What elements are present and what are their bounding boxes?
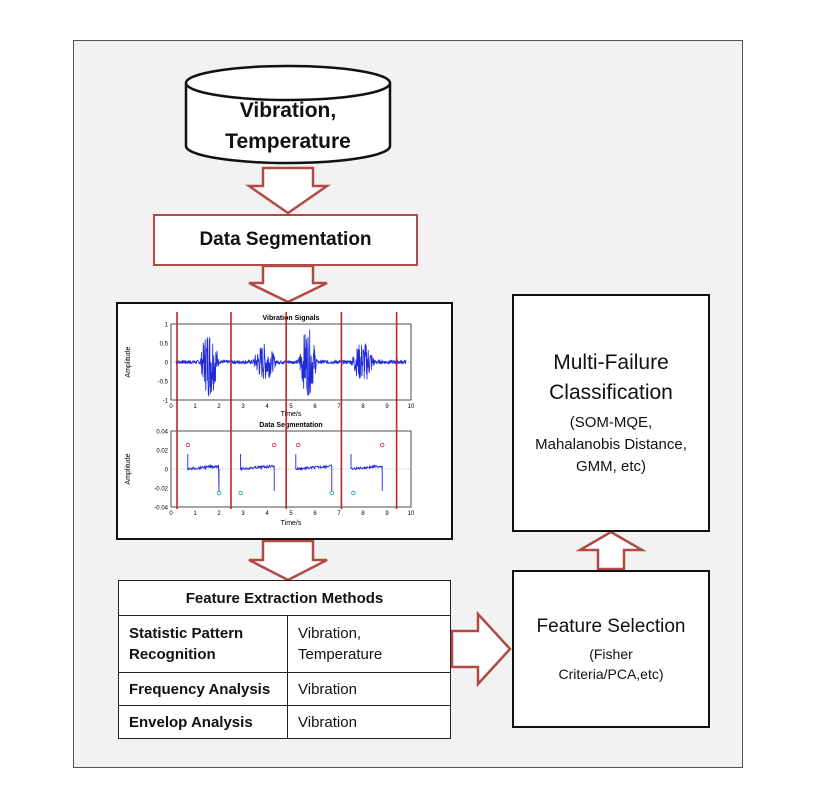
method-cell: Frequency Analysis [118, 672, 288, 706]
arrow-extraction-to-selection [450, 610, 512, 688]
peak-marker [295, 442, 301, 448]
peak-marker [271, 442, 277, 448]
data-segmentation-box: Data Segmentation [153, 214, 418, 266]
feature-selection-sub-line: Criteria/PCA,etc) [558, 666, 664, 682]
classification-sub-line: (SOM-MQE, [569, 414, 653, 431]
peak-marker [185, 442, 190, 448]
bottom-xtick-label: 9 [385, 511, 389, 517]
bottom-ytick-label: 0.02 [156, 449, 168, 455]
signal-cell: Vibration [287, 672, 451, 706]
classification-title-line: Multi-Failure [553, 351, 669, 374]
feature-selection-title: Feature Selection [536, 616, 686, 637]
feature-selection-sub-line: (Fisher [589, 646, 633, 662]
signal-cell: Vibration, Temperature [287, 615, 451, 673]
bottom-xtick-label: 2 [217, 511, 221, 517]
segmentation-plots: Vibration Signals Amplitude Time/s 1 0.5 0… [125, 312, 415, 527]
classification-sub-line: Mahalanobis Distance, [535, 436, 687, 453]
bottom-ytick-label: -0.04 [154, 506, 168, 512]
segmented-signal-trace [187, 454, 383, 492]
bottom-xtick-label: 8 [361, 511, 365, 517]
top-xtick-label: 3 [241, 404, 245, 410]
bottom-ytick-label: 0.04 [156, 430, 168, 436]
feature-selection-box: Feature Selection (Fisher Criteria/PCA,e… [512, 570, 710, 728]
feature-extraction-header: Feature Extraction Methods [118, 580, 451, 616]
table-row: Frequency Analysis Vibration [118, 672, 451, 706]
top-xtick-label: 6 [313, 404, 317, 410]
signal-line: Vibration, [298, 625, 362, 642]
feature-extraction-table: Feature Extraction Methods Statistic Pat… [118, 580, 451, 739]
database-label-line2: Temperature [225, 130, 351, 153]
top-xtick-label: 8 [361, 404, 365, 410]
bottom-xtick-label: 3 [241, 511, 245, 517]
method-cell: Statistic Pattern Recognition [118, 615, 288, 673]
segment-boundaries [176, 312, 398, 509]
top-xtick-label: 2 [217, 404, 221, 410]
classification-sub-line: GMM, etc) [575, 458, 646, 475]
bottom-ytick-label: 0 [165, 468, 169, 474]
method-cell: Envelop Analysis [118, 705, 288, 739]
bottom-xtick-label: 10 [408, 511, 415, 517]
bottom-xtick-label: 7 [337, 511, 341, 517]
bottom-xtick-label: 4 [265, 511, 269, 517]
top-xtick-label: 4 [265, 404, 269, 410]
database-label: Vibration, Temperature [186, 95, 390, 157]
classification-subtitle: (SOM-MQE, Mahalanobis Distance, GMM, etc… [535, 412, 687, 478]
signal-line: Temperature [298, 646, 383, 663]
top-plot-title: Vibration Signals [262, 315, 319, 322]
bottom-ytick-label: -0.02 [154, 487, 168, 493]
table-row: Statistic Pattern Recognition Vibration,… [118, 615, 451, 673]
top-ytick-label: -1 [163, 399, 169, 405]
trough-marker [216, 490, 222, 496]
bottom-plot-ylabel: Amplitude [125, 453, 132, 484]
top-xtick-label: 10 [408, 404, 415, 410]
data-segmentation-plot: Data Segmentation Amplitude Time/s 0.04 0… [125, 422, 415, 527]
data-segmentation-label: Data Segmentation [199, 229, 372, 250]
bottom-xtick-label: 0 [169, 511, 173, 517]
trough-marker [329, 490, 334, 496]
top-ytick-label: 1 [165, 323, 169, 329]
classification-title: Multi-Failure Classification [549, 348, 673, 408]
database-cylinder [184, 64, 392, 165]
arrow-plot-to-extraction [248, 539, 328, 582]
trough-marker [351, 490, 356, 496]
bottom-plot-title: Data Segmentation [259, 422, 322, 429]
feature-selection-subtitle: (Fisher Criteria/PCA,etc) [558, 644, 663, 684]
table-row: Envelop Analysis Vibration [118, 705, 451, 739]
top-plot-ylabel: Amplitude [125, 346, 132, 377]
vibration-signal-trace [175, 329, 407, 397]
top-plot-xlabel: Time/s [281, 411, 302, 418]
vibration-signal-plot: Vibration Signals Amplitude Time/s 1 0.5 0… [125, 315, 415, 418]
segmentation-plot-panel: Vibration Signals Amplitude Time/s 1 0.5 0… [116, 302, 453, 540]
arrow-selection-to-classification [575, 530, 647, 571]
signal-cell: Vibration [287, 705, 451, 739]
bottom-xtick-label: 6 [313, 511, 317, 517]
bottom-xtick-label: 1 [193, 511, 197, 517]
trough-marker [238, 490, 243, 496]
top-xtick-label: 1 [193, 404, 197, 410]
database-label-line1: Vibration, [239, 99, 337, 122]
arrow-segmentation-to-plot [248, 264, 328, 304]
top-ytick-label: 0.5 [160, 342, 169, 348]
top-xtick-label: 5 [289, 404, 293, 410]
top-xtick-label: 9 [385, 404, 389, 410]
top-ytick-label: -0.5 [158, 380, 169, 386]
top-xtick-label: 0 [169, 404, 173, 410]
classification-title-line: Classification [549, 381, 673, 404]
bottom-xtick-label: 5 [289, 511, 293, 517]
bottom-plot-xlabel: Time/s [281, 520, 302, 527]
multi-failure-classification-box: Multi-Failure Classification (SOM-MQE, M… [512, 294, 710, 532]
top-ytick-label: 0 [165, 361, 169, 367]
peak-marker [380, 442, 385, 448]
arrow-db-to-segmentation [244, 166, 332, 215]
top-xtick-label: 7 [337, 404, 341, 410]
